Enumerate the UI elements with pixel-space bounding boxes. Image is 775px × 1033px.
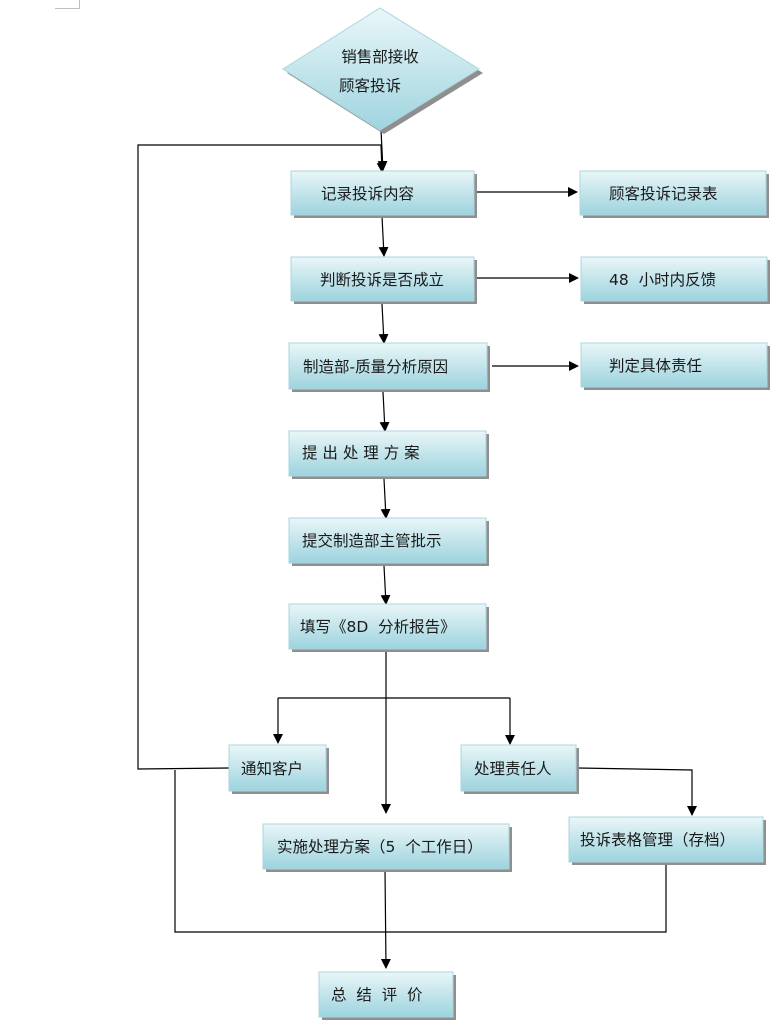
node-judge: 判断投诉是否成立 — [290, 256, 477, 304]
node-record-form: 顾客投诉记录表 — [579, 170, 769, 218]
node-judge-label: 判断投诉是否成立 — [320, 271, 444, 289]
node-implement: 实施处理方案（5 个工作日） — [262, 823, 512, 872]
node-record-label: 记录投诉内容 — [321, 185, 414, 203]
node-propose-label: 提 出 处 理 方 案 — [302, 444, 420, 462]
node-summary: 总 结 评 价 — [318, 971, 456, 1020]
node-approve: 提交制造部主管批示 — [288, 517, 489, 566]
node-analyze: 制造部-质量分析原因 — [288, 342, 490, 392]
arrow-propose-to-approve — [380, 478, 391, 519]
arrow-implement-to-summary — [380, 868, 391, 969]
node-responsibility-label: 判定具体责任 — [609, 357, 702, 375]
node-archive-label: 投诉表格管理（存档） — [580, 831, 735, 849]
arrow-judge-to-analyze — [378, 303, 389, 344]
arrow-notify-loop-back — [137, 144, 387, 770]
start-node-line1: 销售部接收 — [341, 48, 419, 66]
page-corner-mark — [55, 0, 80, 9]
node-implement-label: 实施处理方案（5 个工作日） — [277, 838, 483, 856]
arrow-handler-to-archive — [577, 767, 697, 816]
node-handler-label: 处理责任人 — [474, 760, 552, 778]
node-feedback-label: 48 小时内反馈 — [609, 271, 716, 289]
node-propose: 提 出 处 理 方 案 — [288, 430, 489, 479]
node-archive: 投诉表格管理（存档） — [568, 816, 766, 865]
node-approve-label: 提交制造部主管批示 — [302, 532, 442, 550]
node-report-label: 填写《8D 分析报告》 — [300, 618, 456, 636]
arrow-record-to-judge — [378, 215, 389, 257]
arrow-analyze-to-propose — [379, 391, 390, 432]
node-notify-label: 通知客户 — [241, 760, 303, 778]
node-responsibility: 判定具体责任 — [580, 342, 770, 390]
connectors — [137, 129, 697, 969]
line-left-collector — [174, 770, 667, 933]
node-analyze-label: 制造部-质量分析原因 — [303, 358, 448, 376]
start-node: 销售部接收 顾客投诉 — [282, 7, 483, 134]
node-summary-label: 总 结 评 价 — [331, 986, 423, 1004]
node-record: 记录投诉内容 — [290, 170, 477, 218]
node-report: 填写《8D 分析报告》 — [288, 603, 489, 652]
start-node-line2: 顾客投诉 — [339, 77, 401, 95]
node-handler: 处理责任人 — [460, 744, 579, 794]
arrow-approve-to-report — [380, 565, 391, 605]
node-record-form-label: 顾客投诉记录表 — [609, 185, 718, 203]
node-feedback: 48 小时内反馈 — [580, 256, 770, 304]
node-notify: 通知客户 — [228, 744, 329, 794]
